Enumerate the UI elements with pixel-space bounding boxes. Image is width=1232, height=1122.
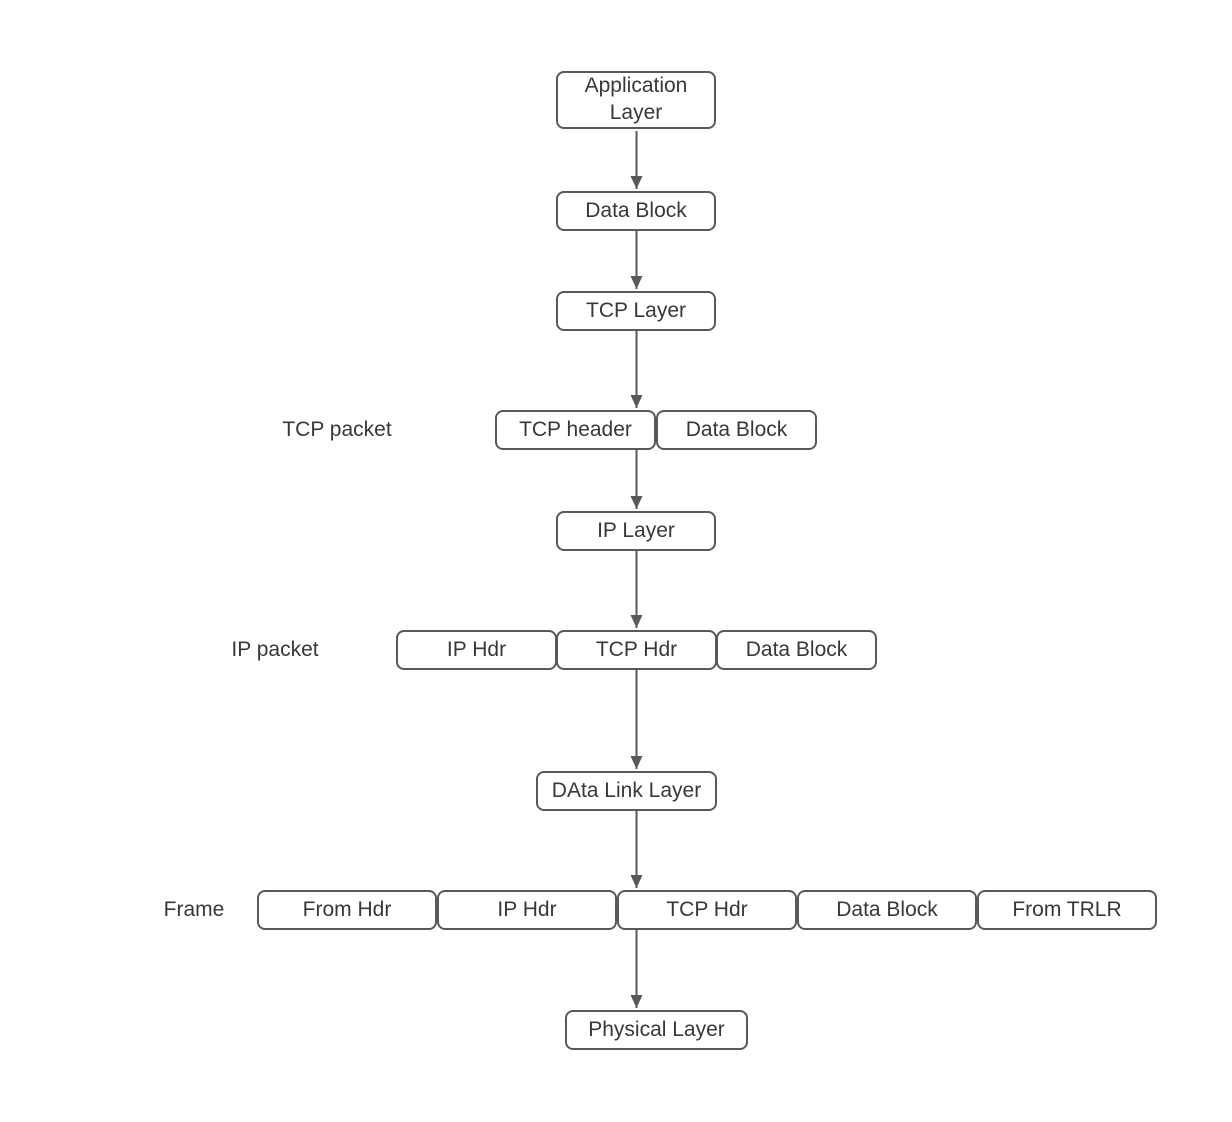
node-frame-data-block: Data Block xyxy=(797,890,977,930)
frame-label: Frame xyxy=(163,898,225,921)
node-ip-layer: IP Layer xyxy=(556,511,716,551)
node-frame-from-hdr: From Hdr xyxy=(257,890,437,930)
node-ip-packet-ip-hdr: IP Hdr xyxy=(396,630,557,670)
node-tcp-packet-data-block: Data Block xyxy=(656,410,817,450)
ip-packet-label: IP packet xyxy=(231,638,319,661)
node-tcp-packet-tcp-header: TCP header xyxy=(495,410,656,450)
node-tcp-layer: TCP Layer xyxy=(556,291,716,331)
node-frame-tcp-hdr: TCP Hdr xyxy=(617,890,797,930)
node-ip-packet-data-block: Data Block xyxy=(716,630,877,670)
node-application-layer: Application Layer xyxy=(556,71,716,129)
node-physical-layer: Physical Layer xyxy=(565,1010,748,1050)
node-frame-ip-hdr: IP Hdr xyxy=(437,890,617,930)
node-data-link-layer: DAta Link Layer xyxy=(536,771,717,811)
node-ip-packet-tcp-hdr: TCP Hdr xyxy=(556,630,717,670)
node-frame-from-trlr: From TRLR xyxy=(977,890,1157,930)
tcp-packet-label: TCP packet xyxy=(282,418,392,441)
node-data-block-top: Data Block xyxy=(556,191,716,231)
